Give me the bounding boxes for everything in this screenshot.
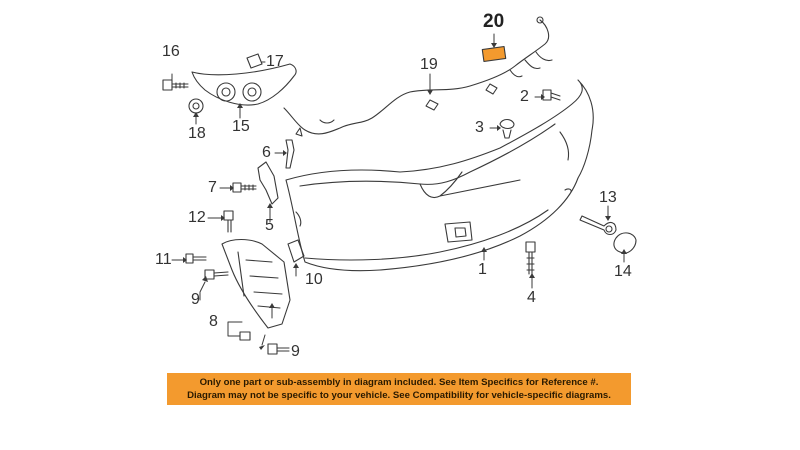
part-14-tow-cover bbox=[613, 232, 637, 254]
part-8-bracket bbox=[221, 238, 291, 341]
part-12-screw bbox=[223, 210, 234, 233]
callout-12: 12 bbox=[188, 209, 206, 226]
callout-19: 19 bbox=[420, 56, 438, 73]
callout-20: 20 bbox=[483, 11, 505, 32]
callout-15: 15 bbox=[232, 118, 250, 135]
part-5-bracket bbox=[257, 161, 279, 205]
disclaimer-line-2: Diagram may not be specific to your vehi… bbox=[187, 390, 611, 401]
part-9-screw-upper bbox=[204, 269, 229, 280]
callout-18: 18 bbox=[188, 125, 206, 142]
callout-9-lower: 9 bbox=[291, 343, 300, 360]
bumper-cover bbox=[285, 79, 594, 272]
disclaimer-line-1: Only one part or sub-assembly in diagram… bbox=[199, 377, 599, 388]
callout-1: 1 bbox=[478, 261, 487, 278]
callout-7: 7 bbox=[208, 179, 217, 196]
leader-lines bbox=[171, 33, 625, 346]
part-18-nut bbox=[188, 98, 204, 114]
callout-5: 5 bbox=[265, 217, 274, 234]
callout-8: 8 bbox=[209, 313, 218, 330]
part-6-bracket bbox=[285, 139, 295, 169]
part-11-screw bbox=[185, 253, 207, 264]
part-10-retainer bbox=[287, 239, 305, 263]
reflector-bracket bbox=[191, 63, 297, 106]
part-7-screw bbox=[232, 182, 257, 193]
callout-3: 3 bbox=[475, 119, 484, 136]
wiring-harness bbox=[283, 16, 553, 137]
callout-11: 11 bbox=[155, 251, 172, 268]
part-3-clip bbox=[499, 118, 515, 139]
part-9-screw-lower bbox=[267, 343, 290, 355]
part-17-clip bbox=[246, 53, 263, 69]
callout-6: 6 bbox=[262, 144, 271, 161]
callout-13: 13 bbox=[599, 189, 617, 206]
part-20-highlight bbox=[481, 45, 507, 63]
callout-17: 17 bbox=[266, 53, 284, 70]
disclaimer-banner: Only one part or sub-assembly in diagram… bbox=[167, 373, 631, 405]
callout-4: 4 bbox=[527, 289, 536, 306]
callout-14: 14 bbox=[614, 263, 632, 280]
part-4-screw bbox=[525, 241, 536, 275]
part-13-tow-eye bbox=[579, 215, 617, 236]
callout-9-upper: 9 bbox=[191, 291, 200, 308]
leader-arrowheads bbox=[183, 43, 627, 350]
part-2-screw bbox=[542, 89, 561, 101]
callout-2: 2 bbox=[520, 88, 529, 105]
part-16-bolt bbox=[162, 79, 189, 91]
callout-10: 10 bbox=[305, 271, 323, 288]
callout-16: 16 bbox=[162, 43, 180, 60]
